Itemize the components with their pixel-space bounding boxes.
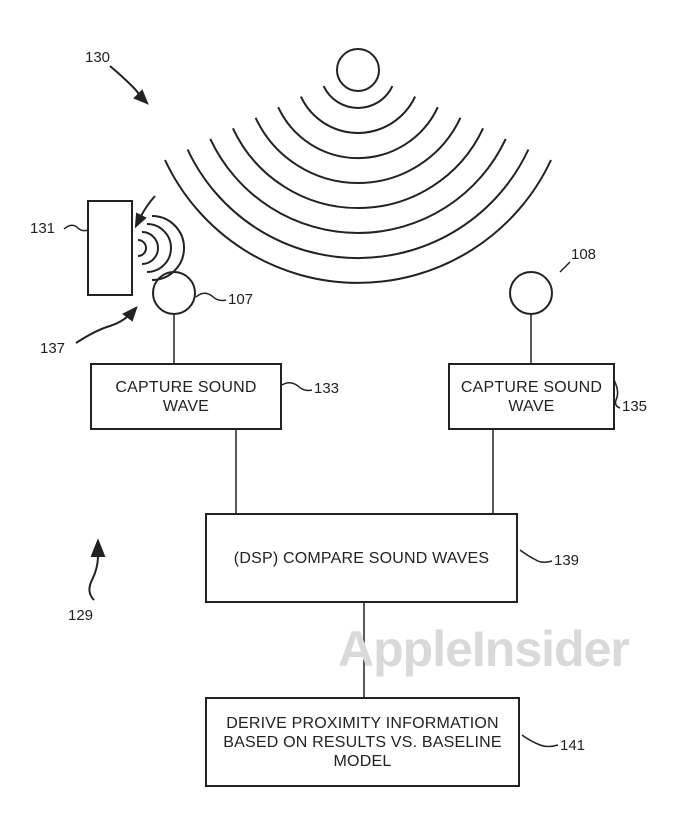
derive-proximity-box: DERIVE PROXIMITY INFORMATION BASED ON RE… <box>205 697 520 787</box>
ref-133: 133 <box>314 380 340 397</box>
ref-129: 129 <box>68 607 94 624</box>
box-label: CAPTURE SOUND WAVE <box>115 378 257 415</box>
sound-arc <box>299 96 417 134</box>
ref-135: 135 <box>622 398 648 415</box>
sound-arc <box>164 159 552 284</box>
sound-arc <box>277 106 439 160</box>
sound-arc <box>231 127 485 210</box>
reflected-wave-arcs <box>137 215 185 281</box>
device-131 <box>87 200 133 296</box>
ref-131: 131 <box>30 220 56 237</box>
ref-137: 137 <box>40 340 66 357</box>
sound-wave-arcs <box>164 85 552 284</box>
arrow-137 <box>75 306 138 344</box>
arrow-129 <box>88 538 106 601</box>
ref-107: 107 <box>228 291 254 308</box>
reference-leaders <box>63 224 621 748</box>
arrow-into-device <box>134 195 156 229</box>
ref-141: 141 <box>560 737 586 754</box>
sound-source-circle <box>336 48 380 92</box>
ref-139: 139 <box>554 552 580 569</box>
microphone-107 <box>152 271 196 315</box>
box-label: DERIVE PROXIMITY INFORMATION BASED ON RE… <box>223 714 502 770</box>
sound-arc <box>186 149 530 260</box>
capture-sound-box-right: CAPTURE SOUND WAVE <box>448 363 615 430</box>
arrow-130 <box>109 65 149 105</box>
ref-130: 130 <box>85 49 111 66</box>
sound-arc <box>209 138 507 234</box>
capture-sound-box-left: CAPTURE SOUND WAVE <box>90 363 282 430</box>
box-label: CAPTURE SOUND WAVE <box>460 378 603 415</box>
connector-lines <box>173 314 532 697</box>
microphone-108 <box>509 271 553 315</box>
compare-sound-waves-box: (DSP) COMPARE SOUND WAVES <box>205 513 518 603</box>
watermark: AppleInsider <box>338 621 630 677</box>
sound-arc <box>322 85 394 109</box>
ref-108: 108 <box>571 246 597 263</box>
sound-arc <box>254 117 462 184</box>
box-label: (DSP) COMPARE SOUND WAVES <box>233 549 490 567</box>
